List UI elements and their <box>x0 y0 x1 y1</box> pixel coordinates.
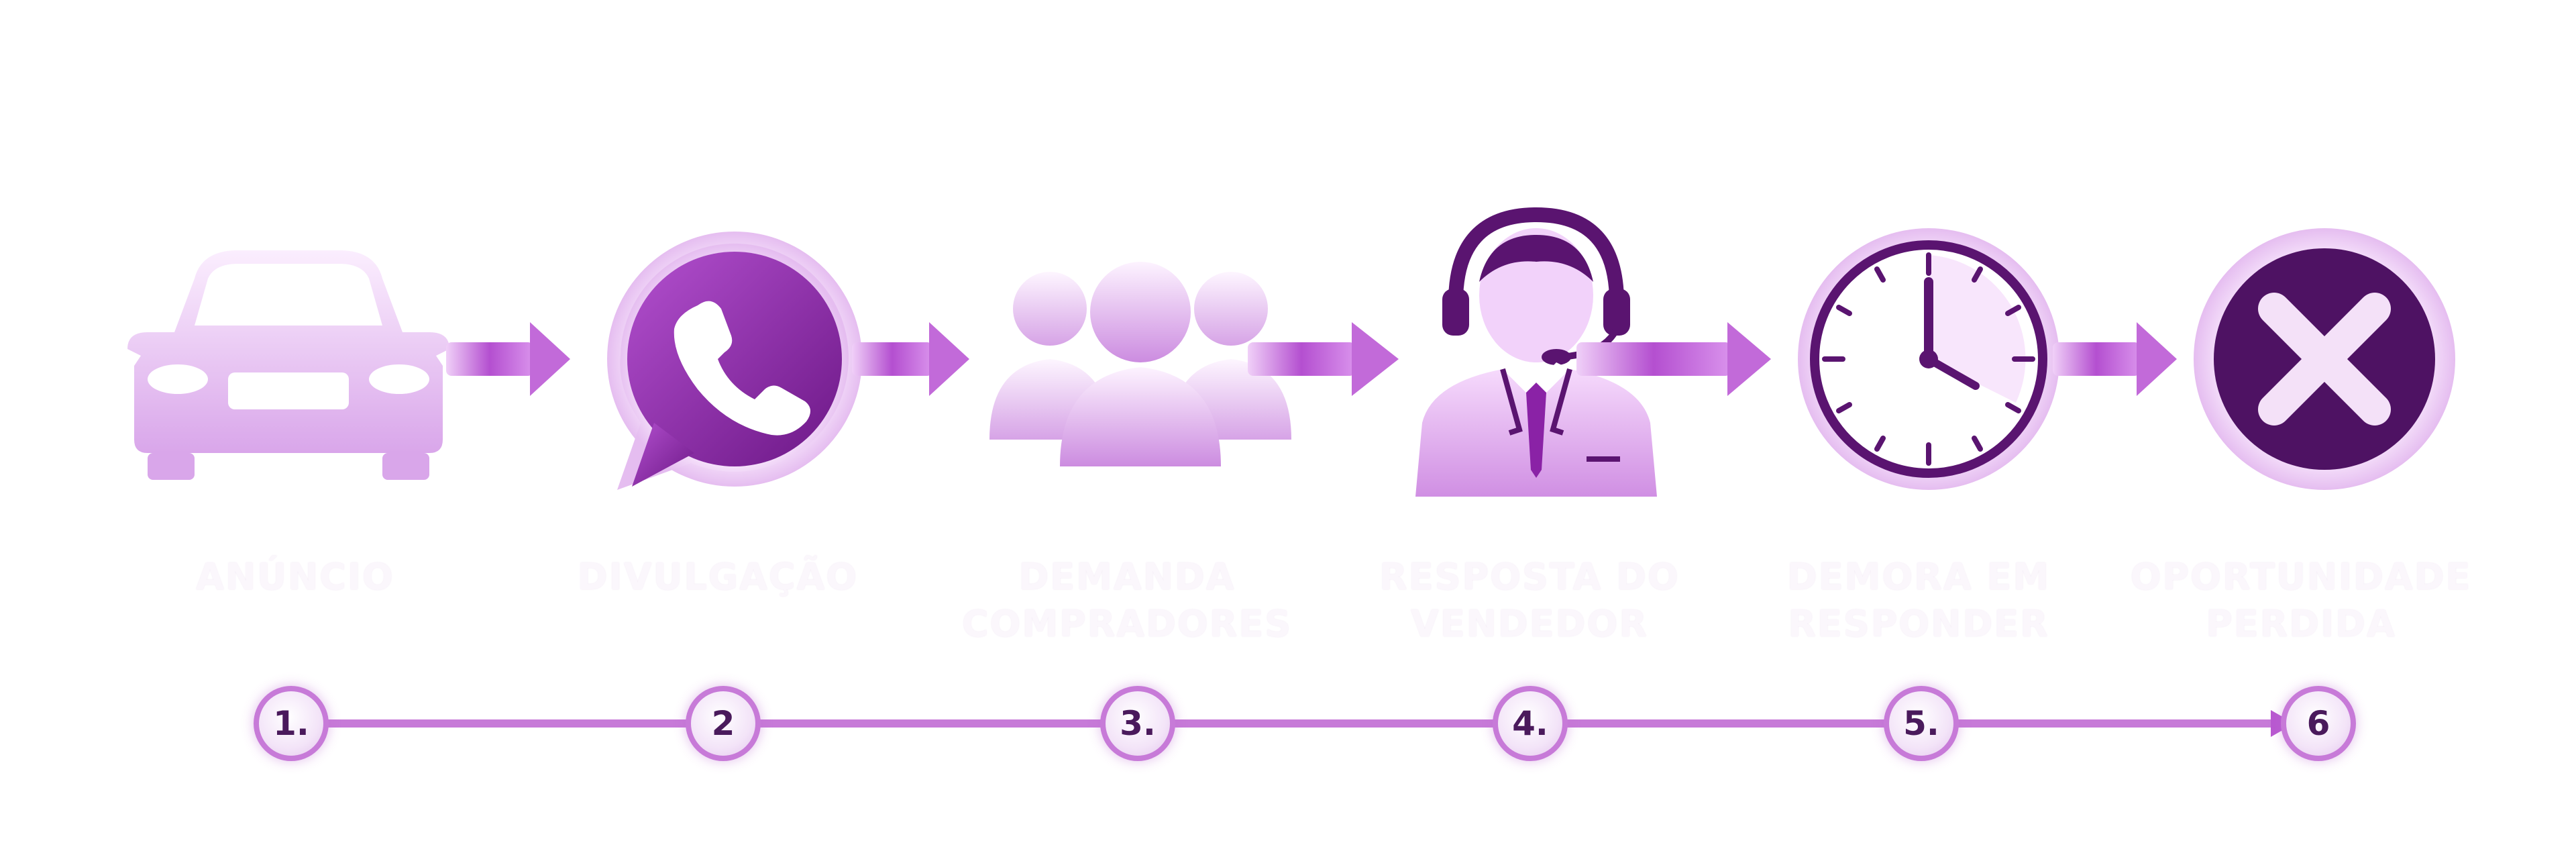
label-resposta-vendedor: RESPOSTA DO VENDEDOR <box>1379 556 1680 645</box>
label-demanda-compradores: DEMANDA COMPRADORES <box>961 556 1293 645</box>
step-anuncio <box>114 238 463 493</box>
label-demora-responder: DEMORA EM RESPONDER <box>1786 556 2051 645</box>
step-oportunidade-perdida <box>2190 225 2459 493</box>
step-number-6: 6 <box>2281 686 2356 761</box>
arrow-3-4 <box>1248 322 1399 396</box>
arrow-2-3 <box>852 322 969 396</box>
step-demora-responder <box>1794 225 2063 493</box>
step-number-5: 5. <box>1884 686 1959 761</box>
connector-arrows <box>446 322 2177 396</box>
label-anuncio: ANÚNCIO <box>196 556 394 598</box>
car-icon <box>127 250 449 480</box>
step-number-2: 2 <box>686 686 761 761</box>
step-number-1: 1. <box>254 686 329 761</box>
arrow-1-2 <box>446 322 570 396</box>
step-number-3: 3. <box>1100 686 1175 761</box>
arrow-5-6 <box>2053 322 2177 396</box>
arrow-4-5 <box>1576 322 1771 396</box>
step-resposta-vendedor <box>1402 201 1670 503</box>
clock-icon <box>1798 228 2059 490</box>
label-divulgacao: DIVULGAÇÃO <box>577 556 859 598</box>
step-demanda-compradores <box>986 252 1295 480</box>
whatsapp-icon <box>607 232 862 490</box>
salesperson-headset-icon <box>1415 207 1657 497</box>
label-oportunidade-perdida: OPORTUNIDADE PERDIDA <box>2130 556 2472 645</box>
close-x-icon <box>2194 228 2455 490</box>
step-divulgacao <box>590 221 872 503</box>
step-number-4: 4. <box>1493 686 1568 761</box>
people-group-icon <box>989 262 1291 466</box>
